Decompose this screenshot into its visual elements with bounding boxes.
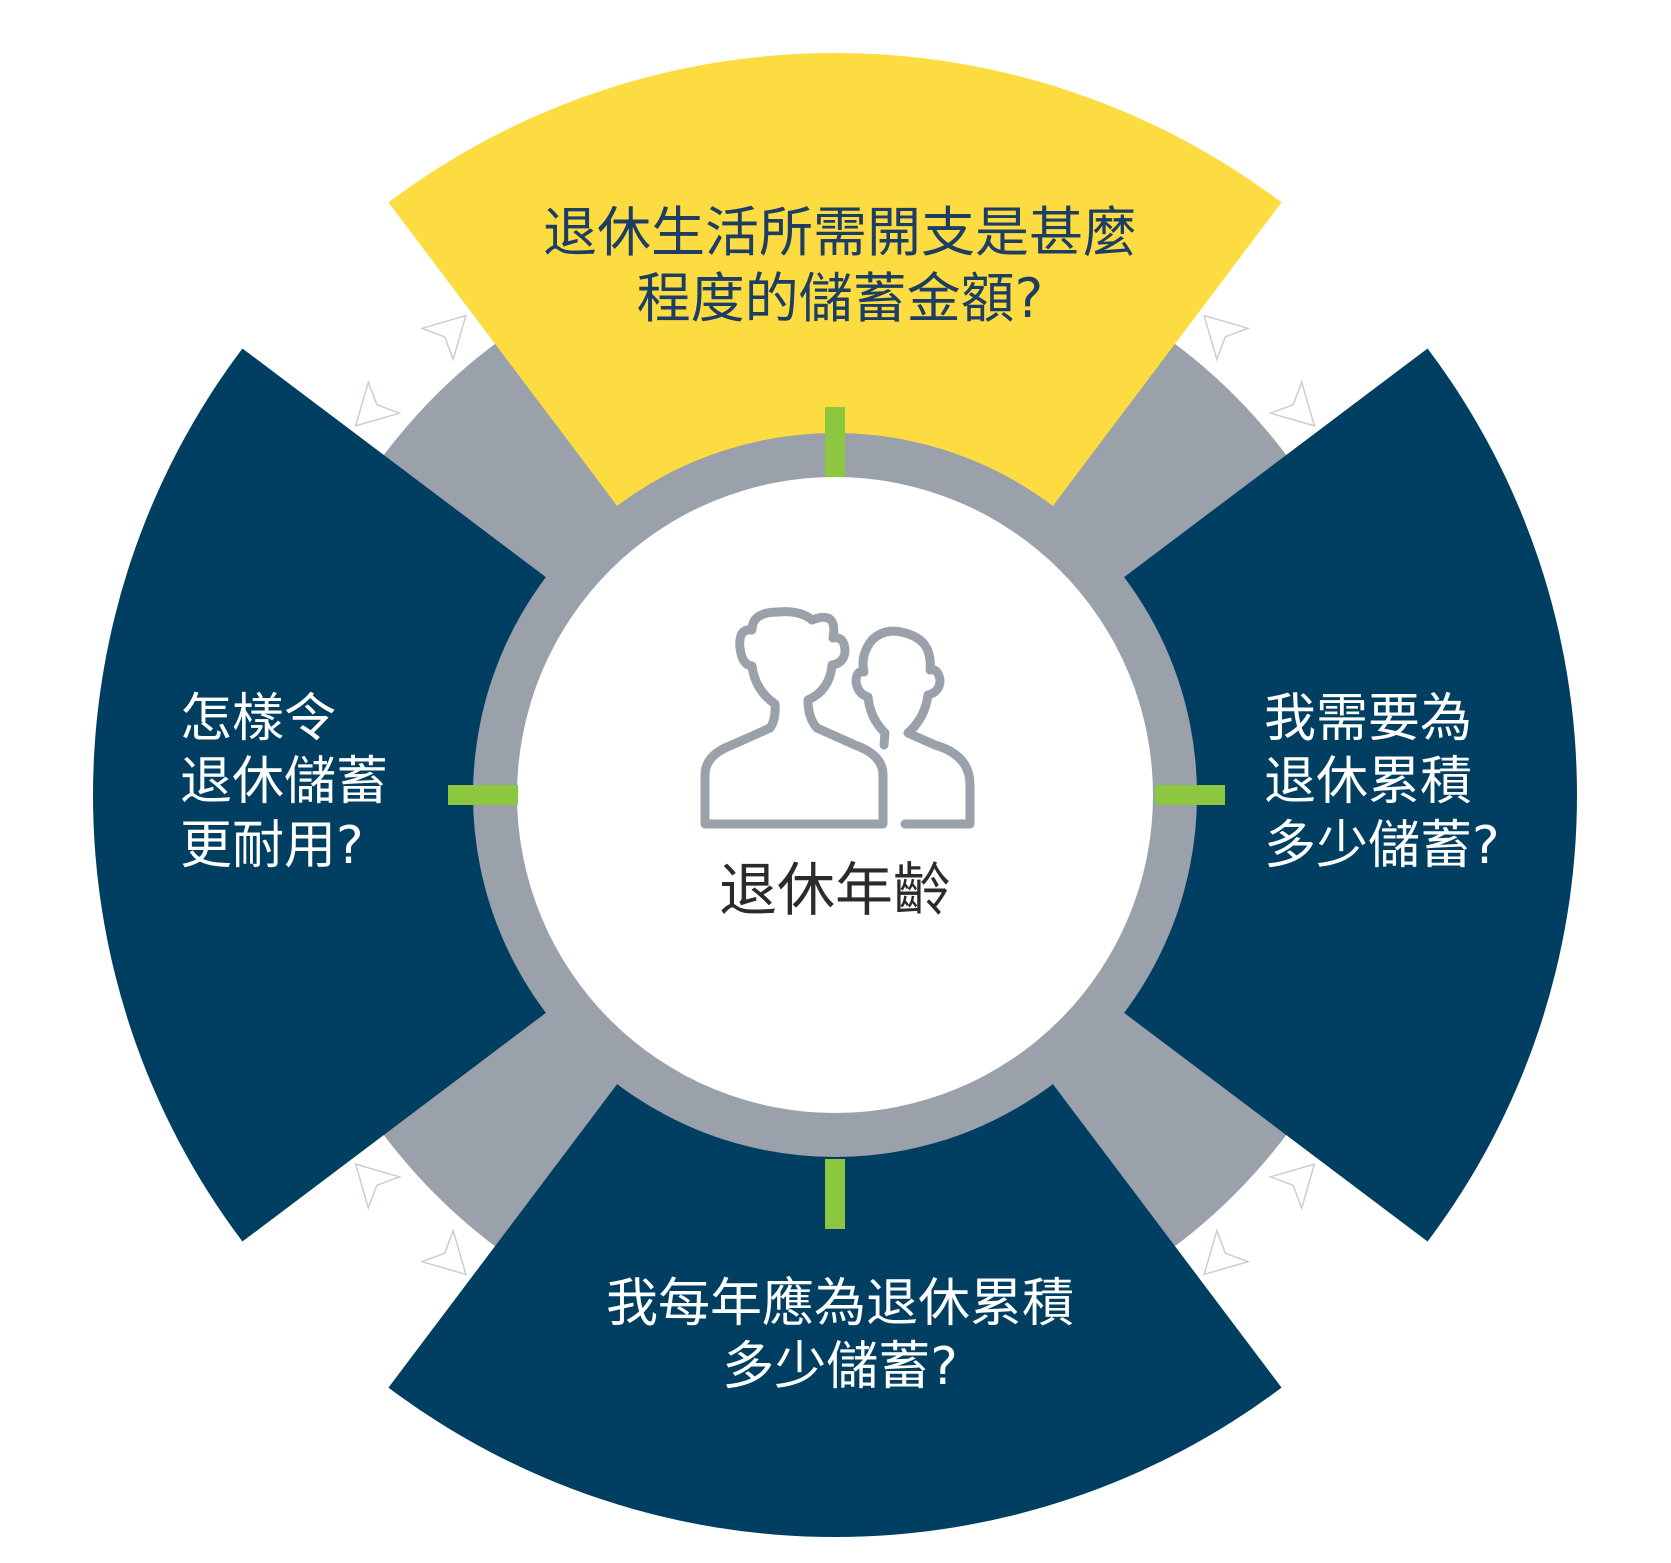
arrow-head xyxy=(354,379,402,427)
segment-top[interactable] xyxy=(388,52,1282,524)
segment-right-line3: 多少儲蓄? xyxy=(1264,815,1500,876)
center-label: 退休年齡 xyxy=(718,856,951,924)
segment-bottom[interactable] xyxy=(388,1066,1282,1538)
arrow-head xyxy=(1268,379,1316,427)
segment-left[interactable] xyxy=(93,348,564,1242)
green-tick-bottom xyxy=(825,1159,845,1229)
double-arrow-icon xyxy=(354,314,467,427)
green-tick-left xyxy=(448,785,518,805)
segment-right-line1: 我需要為 xyxy=(1264,689,1473,749)
arrow-head xyxy=(419,1228,467,1276)
arrow-head xyxy=(1203,314,1251,362)
green-tick-right xyxy=(1155,785,1225,805)
segment-bottom-line1: 我每年應為退休累積 xyxy=(605,1274,1074,1334)
arrow-head xyxy=(1203,1228,1251,1276)
segment-top-line1: 退休生活所需開支是甚麼 xyxy=(543,201,1137,264)
segment-left-text: 怎樣令 退休儲蓄 更耐用? xyxy=(180,688,388,878)
segment-right-text: 我需要為 退休累積 多少儲蓄? xyxy=(1264,688,1500,878)
green-tick-top xyxy=(825,407,845,477)
arrow-head xyxy=(419,314,467,362)
segment-left-line3: 更耐用? xyxy=(180,815,364,876)
two-people-icon xyxy=(700,607,975,829)
segment-right-line2: 退休累積 xyxy=(1264,752,1473,813)
segment-bottom-line2: 多少儲蓄? xyxy=(722,1337,958,1398)
segment-right[interactable] xyxy=(1106,348,1577,1242)
segment-bottom-text: 我每年應為退休累積 多少儲蓄? xyxy=(440,1273,1240,1400)
arrow-head xyxy=(1268,1163,1316,1211)
double-arrow-icon xyxy=(354,1163,467,1276)
segment-top-line2: 程度的儲蓄金額? xyxy=(636,266,1044,330)
segment-left-line2: 退休儲蓄 xyxy=(180,752,389,813)
double-arrows xyxy=(354,314,1316,1276)
double-arrow-icon xyxy=(1203,1163,1316,1276)
center-disc xyxy=(517,477,1153,1113)
segment-top-text: 退休生活所需開支是甚麼 程度的儲蓄金額? xyxy=(440,200,1240,332)
double-arrow-icon xyxy=(1203,314,1316,427)
segment-left-line1: 怎樣令 xyxy=(180,689,337,749)
arrow-head xyxy=(354,1163,402,1211)
